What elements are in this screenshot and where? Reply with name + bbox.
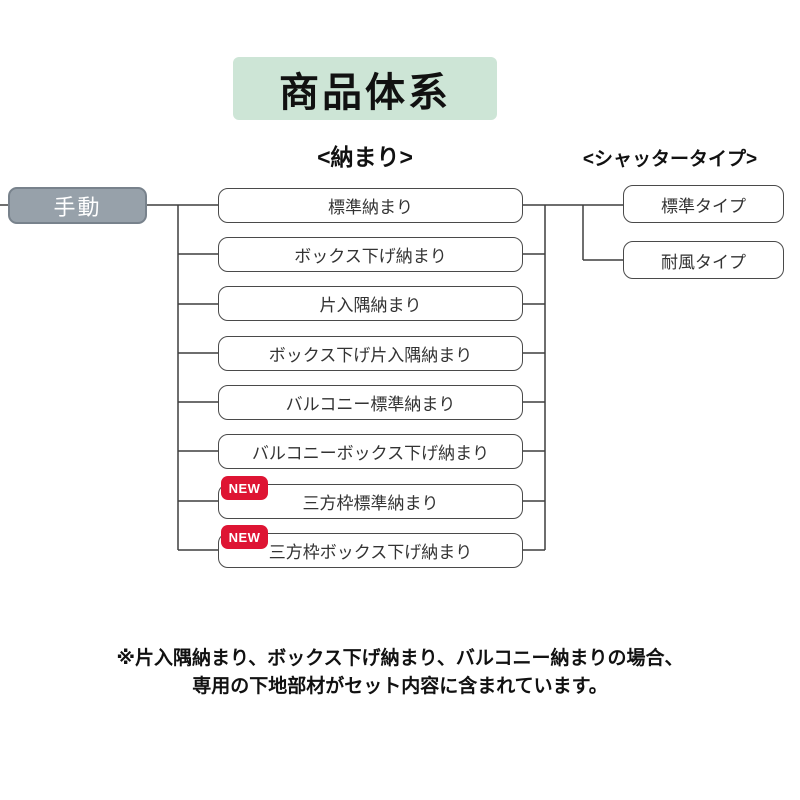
footnote-line2: 専用の下地部材がセット内容に含まれています。 xyxy=(192,676,608,697)
page-title: 商品体系 xyxy=(233,57,497,120)
new-badge: NEW xyxy=(221,525,268,549)
flow-box-standard: 標準納まり xyxy=(218,188,523,223)
type-box-standard: 標準タイプ xyxy=(623,185,784,223)
flow-box-single-corner: 片入隅納まり xyxy=(218,286,523,321)
footnote-line1: ※片入隅納まり、ボックス下げ納まり、バルコニー納まりの場合、 xyxy=(116,648,684,669)
new-badge: NEW xyxy=(221,476,268,500)
root-node-manual: 手動 xyxy=(8,187,147,224)
flow-box-three-side-frame-box-lowered: 三方枠ボックス下げ納まり xyxy=(218,533,523,568)
flow-box-box-lowered-single-corner: ボックス下げ片入隅納まり xyxy=(218,336,523,371)
flow-box-balcony-standard: バルコニー標準納まり xyxy=(218,385,523,420)
flow-box-balcony-box-lowered: バルコニーボックス下げ納まり xyxy=(218,434,523,469)
flow-box-box-lowered: ボックス下げ納まり xyxy=(218,237,523,272)
footnote: ※片入隅納まり、ボックス下げ納まり、バルコニー納まりの場合、 専用の下地部材がセ… xyxy=(0,645,800,701)
type-box-wind-resistant: 耐風タイプ xyxy=(623,241,784,279)
flow-box-three-side-frame-standard: 三方枠標準納まり xyxy=(218,484,523,519)
column-header-osamari: <納まり> xyxy=(317,144,413,170)
column-header-shutter-type: <シャッタータイプ> xyxy=(582,149,758,170)
